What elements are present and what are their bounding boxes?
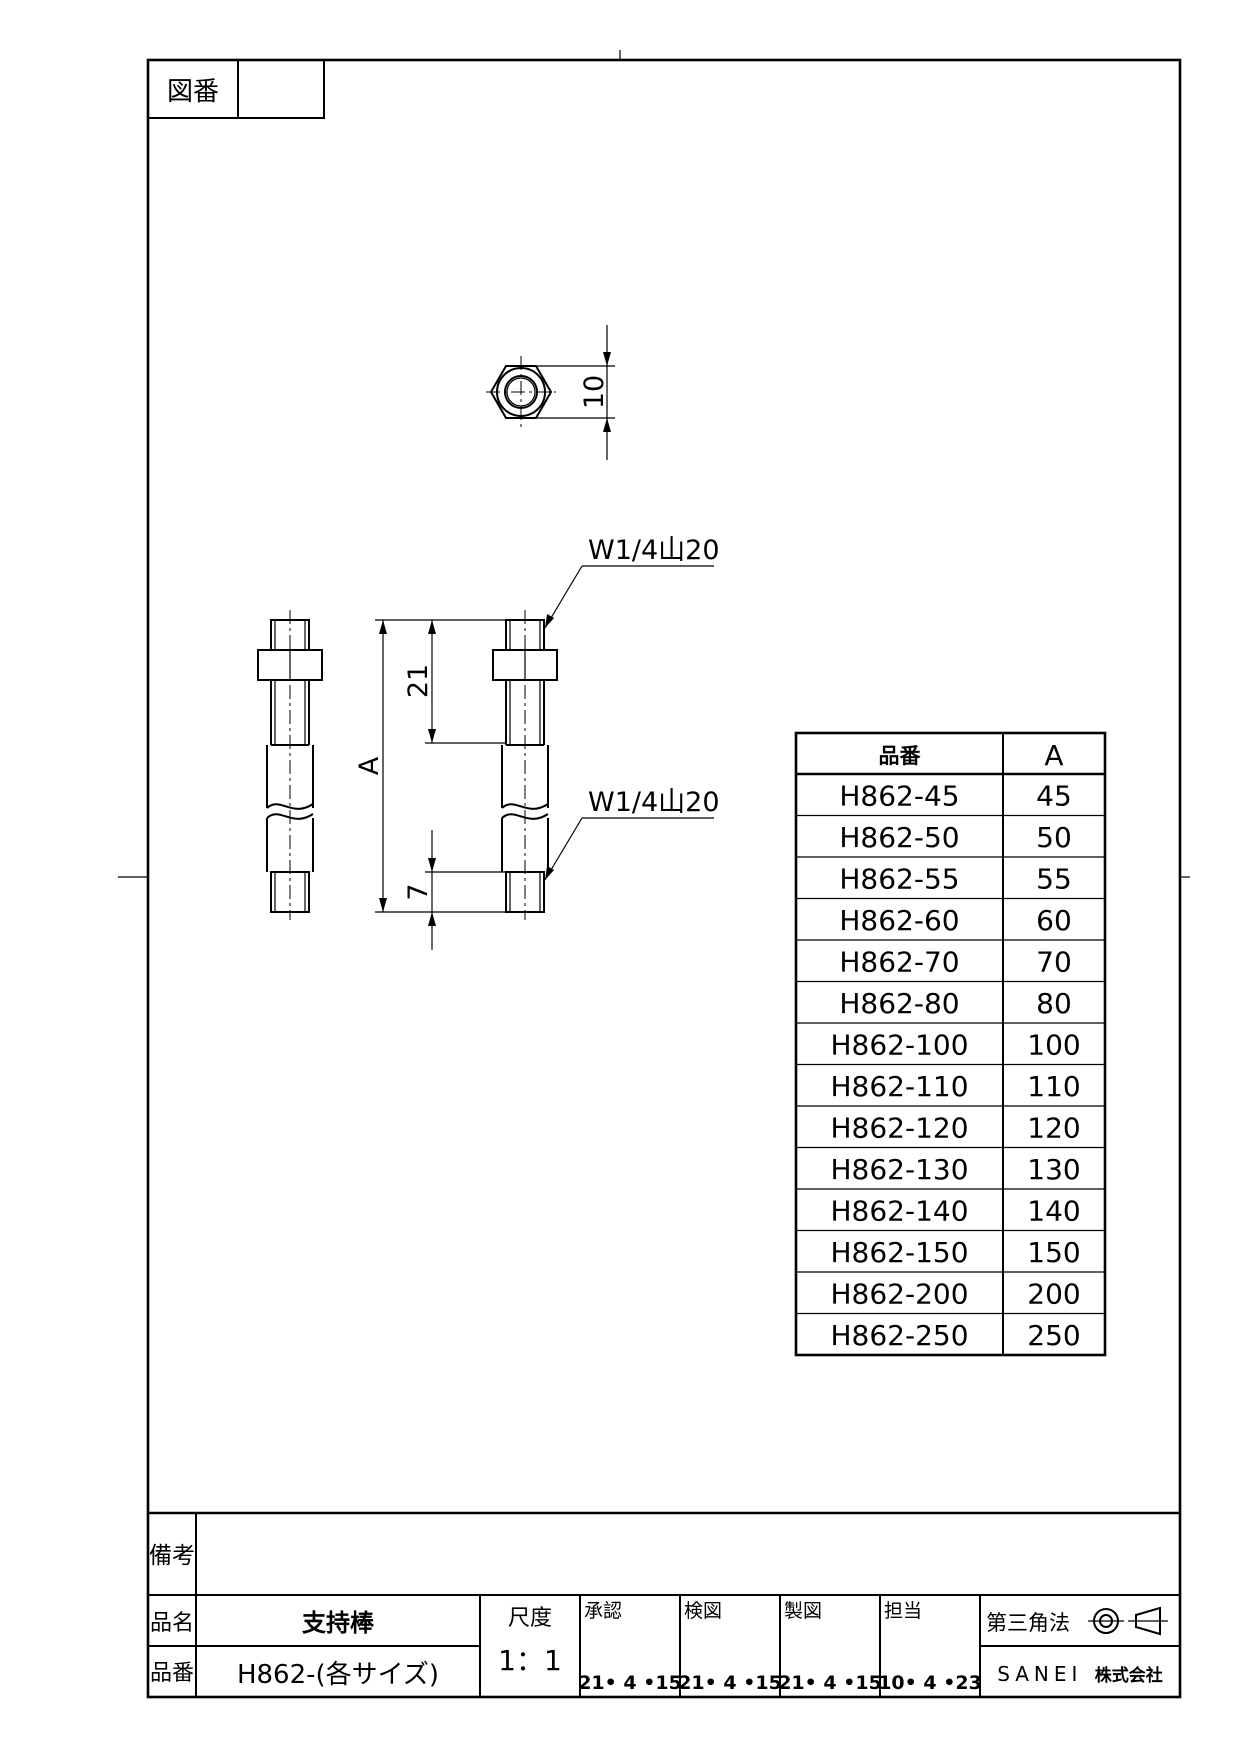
size-table-a-value: 150: [1027, 1236, 1080, 1269]
charge-date: 10• 4 •23: [878, 1672, 982, 1694]
size-table-row: H862-120 120: [830, 1112, 1080, 1145]
size-table-part-number: H862-60: [839, 904, 959, 937]
size-table-part-number: H862-50: [839, 821, 959, 854]
title-block: 備考 品名 支持棒 品番 H862-(各サイズ) 尺度 1：1 承認 21• 4…: [148, 1511, 1180, 1697]
drawing-number-label: 図番: [167, 77, 219, 107]
size-table-a-value: 50: [1036, 821, 1072, 854]
size-table-row: H862-55 55: [839, 863, 1071, 896]
hex-dimension-label: 10: [579, 375, 610, 409]
size-table-part-number: H862-120: [830, 1112, 968, 1145]
size-table-row: H862-70 70: [839, 946, 1071, 979]
projection-label: 第三角法: [986, 1611, 1070, 1635]
part-label: 品番: [150, 1661, 194, 1686]
size-table-part-number: H862-130: [830, 1153, 968, 1186]
checked-label: 検図: [684, 1600, 722, 1622]
part-value: H862-(各サイズ): [237, 1660, 439, 1690]
name-label: 品名: [150, 1611, 194, 1636]
size-table-header-a: A: [1044, 739, 1063, 772]
size-table-part-number: H862-100: [830, 1029, 968, 1062]
size-table-row: H862-50 50: [839, 821, 1071, 854]
name-value: 支持棒: [302, 1609, 375, 1637]
drafted-date: 21• 4 •15: [778, 1672, 882, 1694]
thread-callout-bottom-text: W1/4山20: [588, 787, 720, 818]
size-table-row: H862-100 100: [830, 1029, 1080, 1062]
size-table-part-number: H862-110: [830, 1070, 968, 1103]
size-table-frame: [794, 731, 1107, 1357]
size-table-a-value: 70: [1036, 946, 1072, 979]
size-table-a-value: 200: [1027, 1278, 1080, 1311]
size-table-a-value: 110: [1027, 1070, 1080, 1103]
drafted-label: 製図: [784, 1600, 822, 1622]
size-table-row: H862-60 60: [839, 904, 1071, 937]
charge-label: 担当: [884, 1600, 922, 1622]
size-table-a-value: 130: [1027, 1153, 1080, 1186]
hex-end-view: 10: [486, 325, 615, 460]
size-table-a-value: 55: [1036, 863, 1072, 896]
size-table-part-number: H862-80: [839, 987, 959, 1020]
overall-length-label: A: [354, 756, 385, 775]
thread-callout-top: W1/4山20: [544, 535, 720, 629]
size-table-header-part: 品番: [879, 744, 922, 768]
centering-marks: [118, 50, 1190, 878]
size-table-row: H862-110 110: [830, 1070, 1080, 1103]
size-table-row: H862-200 200: [830, 1278, 1080, 1311]
rod-side-view-right: [492, 610, 558, 920]
size-table-a-value: 60: [1036, 904, 1072, 937]
bottom-thread-length-label: 7: [403, 883, 434, 900]
size-table-row: H862-130 130: [830, 1153, 1080, 1186]
size-table-part-number: H862-250: [830, 1319, 968, 1352]
size-table-a-value: 100: [1027, 1029, 1080, 1062]
size-table-part-number: H862-70: [839, 946, 959, 979]
third-angle-projection-icon: [1088, 1606, 1168, 1636]
drawing-border: [146, 58, 1182, 1699]
size-table-part-number: H862-140: [830, 1195, 968, 1228]
size-table-row: H862-80 80: [839, 987, 1071, 1020]
size-table-a-value: 80: [1036, 987, 1072, 1020]
thread-callout-bottom: W1/4山20: [544, 787, 720, 881]
size-table-part-number: H862-55: [839, 863, 959, 896]
size-table-row: H862-45 45: [839, 780, 1071, 813]
size-table-a-value: 250: [1027, 1319, 1080, 1352]
size-table-part-number: H862-200: [830, 1278, 968, 1311]
size-table-a-value: 120: [1027, 1112, 1080, 1145]
remarks-label: 備考: [149, 1543, 195, 1569]
approved-date: 21• 4 •15: [578, 1672, 682, 1694]
rod-dimensions: A 21 7: [354, 619, 506, 950]
size-table-part-number: H862-45: [839, 780, 959, 813]
approved-label: 承認: [584, 1600, 622, 1622]
size-table-a-value: 140: [1027, 1195, 1080, 1228]
scale-value: 1：1: [498, 1644, 562, 1677]
rod-side-view-left: [257, 610, 323, 920]
size-table-part-number: H862-150: [830, 1236, 968, 1269]
size-table-a-value: 45: [1036, 780, 1072, 813]
size-table-row: H862-250 250: [830, 1319, 1080, 1352]
company-name: SANEI 株式会社: [997, 1662, 1163, 1686]
drawing-number-box: 図番: [147, 59, 325, 119]
top-thread-length-label: 21: [403, 664, 434, 698]
size-table-row: H862-150 150: [830, 1236, 1080, 1269]
checked-date: 21• 4 •15: [678, 1672, 782, 1694]
scale-label: 尺度: [508, 1606, 552, 1631]
thread-callout-top-text: W1/4山20: [588, 535, 720, 566]
size-table-row: H862-140 140: [830, 1195, 1080, 1228]
